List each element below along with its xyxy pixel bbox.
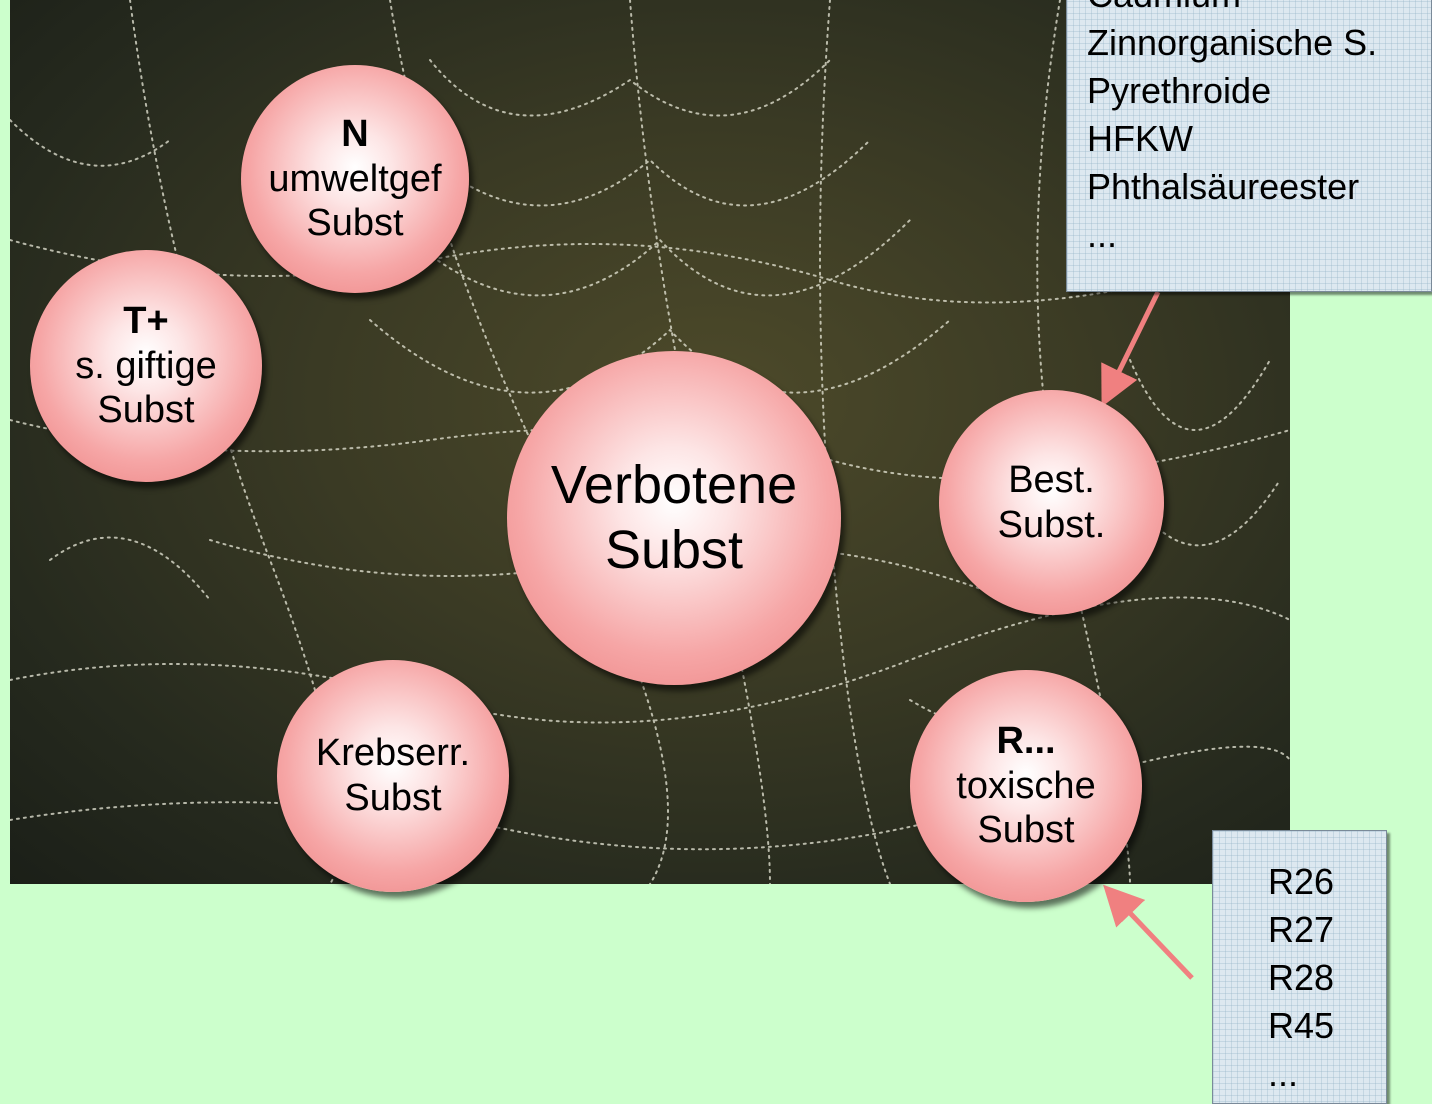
r-label-line2: Subst	[977, 808, 1074, 853]
substance-item: Cadmium	[1087, 0, 1431, 19]
substance-item: HFKW	[1087, 115, 1431, 163]
substance-item: Phthalsäureester	[1087, 163, 1431, 211]
substance-item: ...	[1087, 211, 1431, 259]
r-phrase-item: R26	[1268, 858, 1386, 906]
n-label-line1: umweltgef	[268, 157, 441, 202]
t-label-line2: Subst	[97, 388, 194, 433]
r-phrases-list-box: R26 R27 R28 R45 ...	[1212, 830, 1387, 1104]
best-label-line1: Best.	[1008, 458, 1095, 503]
arrow-to-r-toxic	[1110, 892, 1192, 978]
substances-list-box: Cadmium Zinnorganische S. Pyrethroide HF…	[1066, 0, 1432, 292]
n-label-line2: Subst	[306, 201, 403, 246]
bubble-t-giftige: T+ s. giftige Subst	[30, 250, 262, 482]
center-label-line2: Subst	[605, 518, 743, 583]
r-phrase-item: ...	[1268, 1050, 1386, 1098]
bubble-krebserr-subst: Krebserr. Subst	[277, 660, 509, 892]
r-phrase-item: R27	[1268, 906, 1386, 954]
r-label-line1: toxische	[956, 764, 1095, 809]
bubble-r-toxische: R... toxische Subst	[910, 670, 1142, 902]
bubble-best-subst: Best. Subst.	[939, 390, 1164, 615]
bubble-verbotene-subst: Verbotene Subst	[507, 351, 841, 685]
bubble-n-umweltgef: N umweltgef Subst	[241, 65, 469, 293]
n-code: N	[341, 112, 368, 157]
t-label-line1: s. giftige	[75, 344, 217, 389]
krebs-label-line1: Krebserr.	[316, 731, 470, 776]
substance-item: Zinnorganische S.	[1087, 19, 1431, 67]
arrow-to-best-subst	[1106, 292, 1158, 398]
r-phrase-item: R45	[1268, 1002, 1386, 1050]
best-label-line2: Subst.	[998, 503, 1106, 548]
center-label-line1: Verbotene	[551, 453, 797, 518]
r-phrase-item: R28	[1268, 954, 1386, 1002]
t-code: T+	[123, 299, 168, 344]
substance-item: Pyrethroide	[1087, 67, 1431, 115]
krebs-label-line2: Subst	[344, 776, 441, 821]
r-code: R...	[996, 719, 1055, 764]
